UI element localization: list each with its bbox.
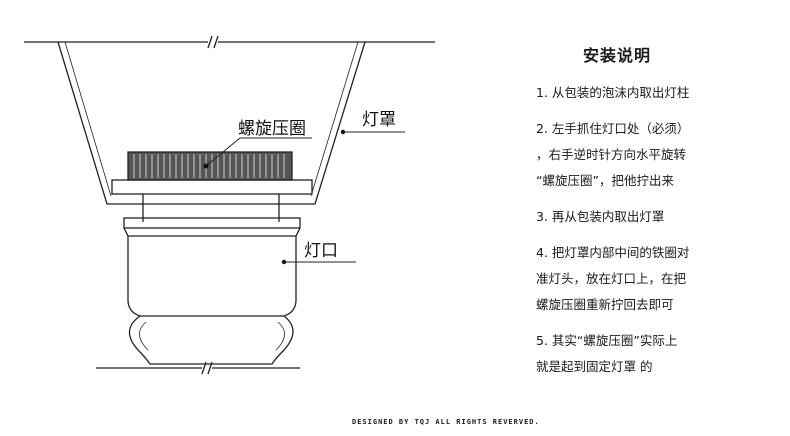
- instruction-step-1: 1. 从包装的泡沫内取出灯柱: [536, 85, 690, 100]
- ring-leader-dot: [203, 163, 209, 169]
- ceiling-break-mark: [207, 35, 219, 49]
- instruction-step-5: 5. 其实“螺旋压圈”实际上 就是起到固定灯罩 的: [536, 333, 678, 374]
- ring-leader-line: [205, 137, 241, 167]
- socket-label: 灯口: [304, 241, 338, 261]
- instruction-step-3: 3. 再从包装内取出灯罩: [536, 209, 665, 224]
- lamp-shade-outline: [57, 41, 366, 205]
- shade-flange: [111, 179, 313, 195]
- socket-collar-taper: [123, 227, 301, 237]
- lamp-shade-inner: [64, 41, 359, 197]
- socket-collar: [123, 217, 301, 229]
- instruction-step-2: 2. 左手抓住灯口处（必须） ，右手逆时针方向水平旋转 “螺旋压圈”，把他拧出来: [536, 121, 690, 188]
- floor-break-mark: [201, 361, 213, 375]
- copyright-footer: DESIGNED BY TQJ ALL RIGHTS REVERVED.: [352, 418, 540, 426]
- shade-label: 灯罩: [362, 110, 396, 130]
- instruction-step-4: 4. 把灯罩内部中间的铁圈对 准灯头，放在灯口上，在把 螺旋压圈重新拧回去即可: [536, 245, 690, 312]
- threaded-ring: [127, 151, 293, 181]
- socket-base-inner: [139, 321, 285, 351]
- shade-leader-dot: [340, 129, 346, 135]
- socket-leader-dot: [281, 259, 287, 265]
- lamp-assembly-diagram: [24, 35, 435, 375]
- ring-label: 螺旋压圈: [238, 119, 306, 139]
- instructions-panel: 安装说明 1. 从包装的泡沫内取出灯柱 2. 左手抓住灯口处（必须） ，右手逆时…: [536, 42, 776, 390]
- socket-neck: [142, 194, 280, 222]
- socket-base: [128, 315, 294, 365]
- socket-body: [127, 236, 297, 317]
- instructions-title: 安装说明: [583, 46, 652, 65]
